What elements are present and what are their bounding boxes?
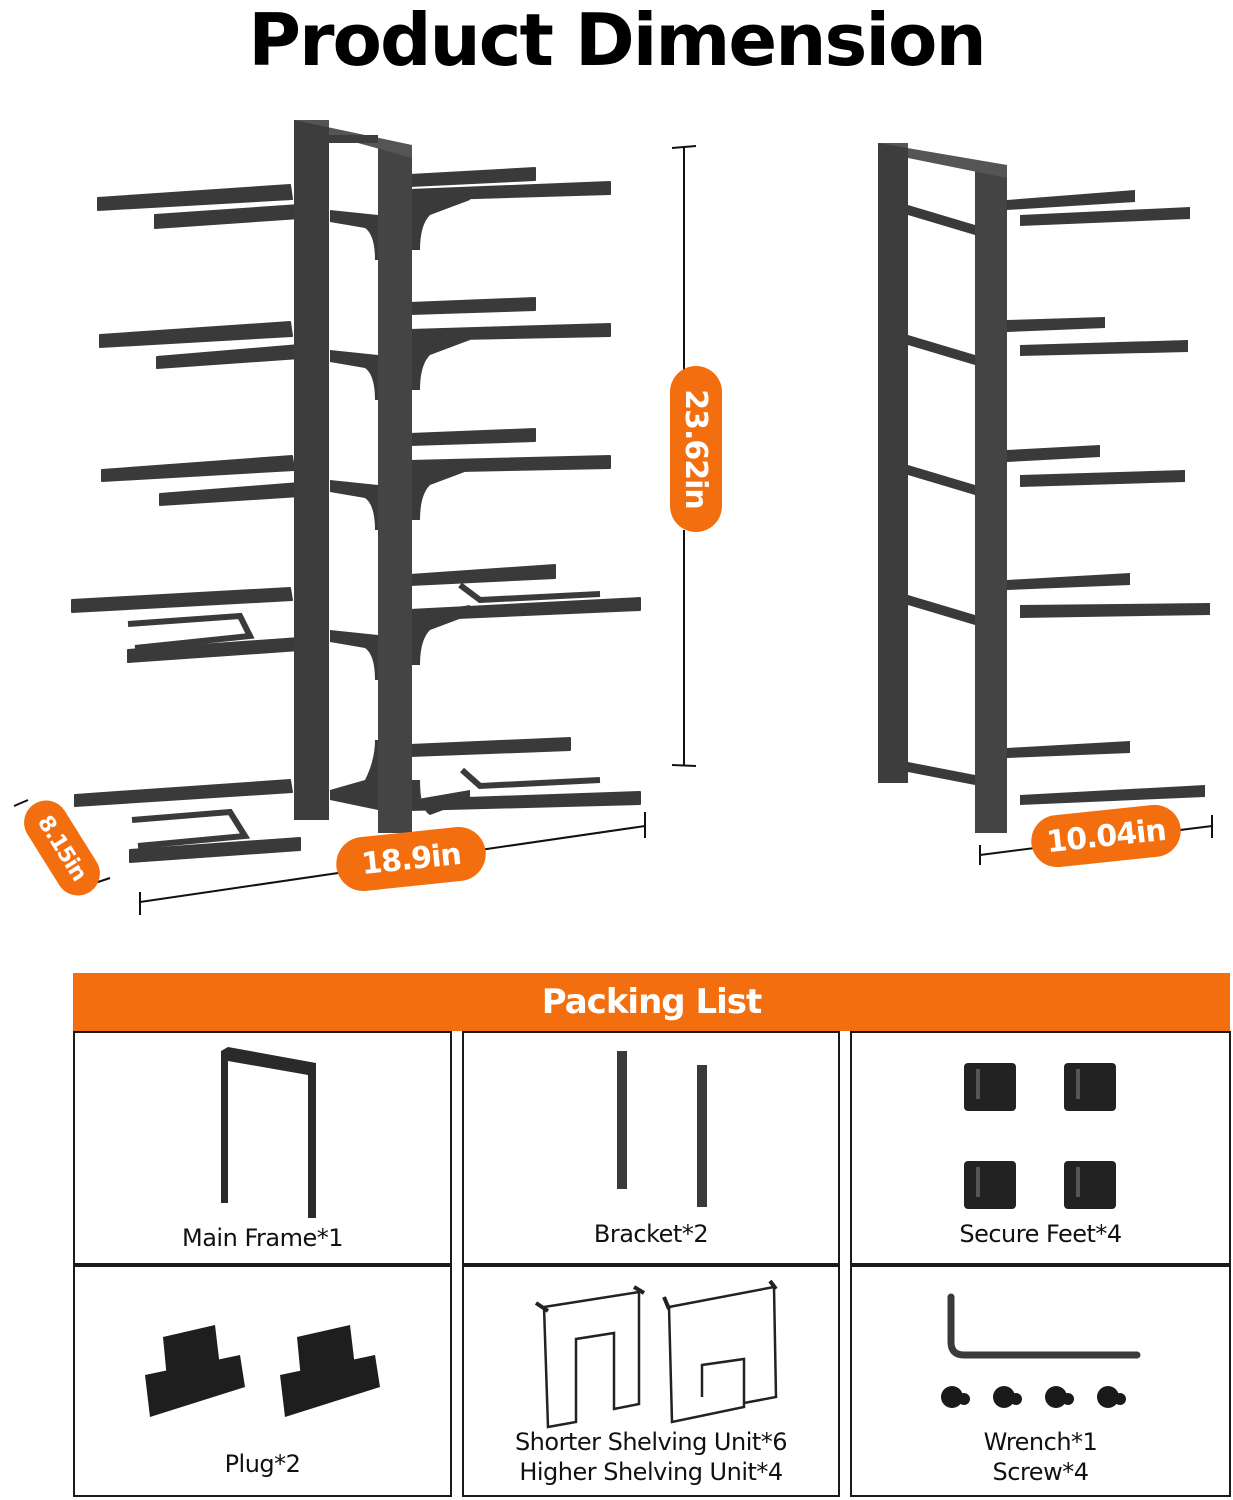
item-label: Bracket*2 — [593, 1220, 709, 1248]
height-dimension-badge: 23.62in — [670, 366, 722, 532]
rack-front-illustration — [13, 120, 697, 915]
packing-item-plug: Plug*2 — [73, 1265, 452, 1497]
packing-item-bracket: Bracket*2 — [462, 1031, 840, 1265]
wrench-and-screw-icon — [941, 1293, 1141, 1408]
item-label-shorter: Shorter Shelving Unit*6 — [514, 1428, 788, 1456]
bracket-icon — [617, 1051, 707, 1207]
packing-item-wrench-screws: Wrench*1 Screw*4 — [850, 1265, 1231, 1497]
item-label-higher: Higher Shelving Unit*4 — [519, 1458, 783, 1486]
plug-icon — [145, 1325, 380, 1417]
rack-side-illustration — [878, 143, 1213, 865]
main-frame-icon — [221, 1047, 316, 1218]
shelving-unit-icon — [534, 1279, 778, 1429]
packing-item-main-frame: Main Frame*1 — [73, 1031, 452, 1265]
item-label-wrench: Wrench*1 — [983, 1428, 1098, 1456]
packing-list-header: Packing List — [73, 973, 1230, 1031]
item-label: Secure Feet*4 — [959, 1220, 1122, 1248]
item-label-screw: Screw*4 — [992, 1458, 1089, 1486]
item-label: Main Frame*1 — [182, 1224, 343, 1252]
page-title: Product Dimension — [248, 0, 987, 82]
packing-item-shelving-units: Shorter Shelving Unit*6 Higher Shelving … — [462, 1265, 840, 1497]
item-label: Plug*2 — [224, 1450, 301, 1478]
secure-feet-icon — [964, 1063, 1116, 1209]
packing-item-secure-feet: Secure Feet*4 — [850, 1031, 1231, 1265]
